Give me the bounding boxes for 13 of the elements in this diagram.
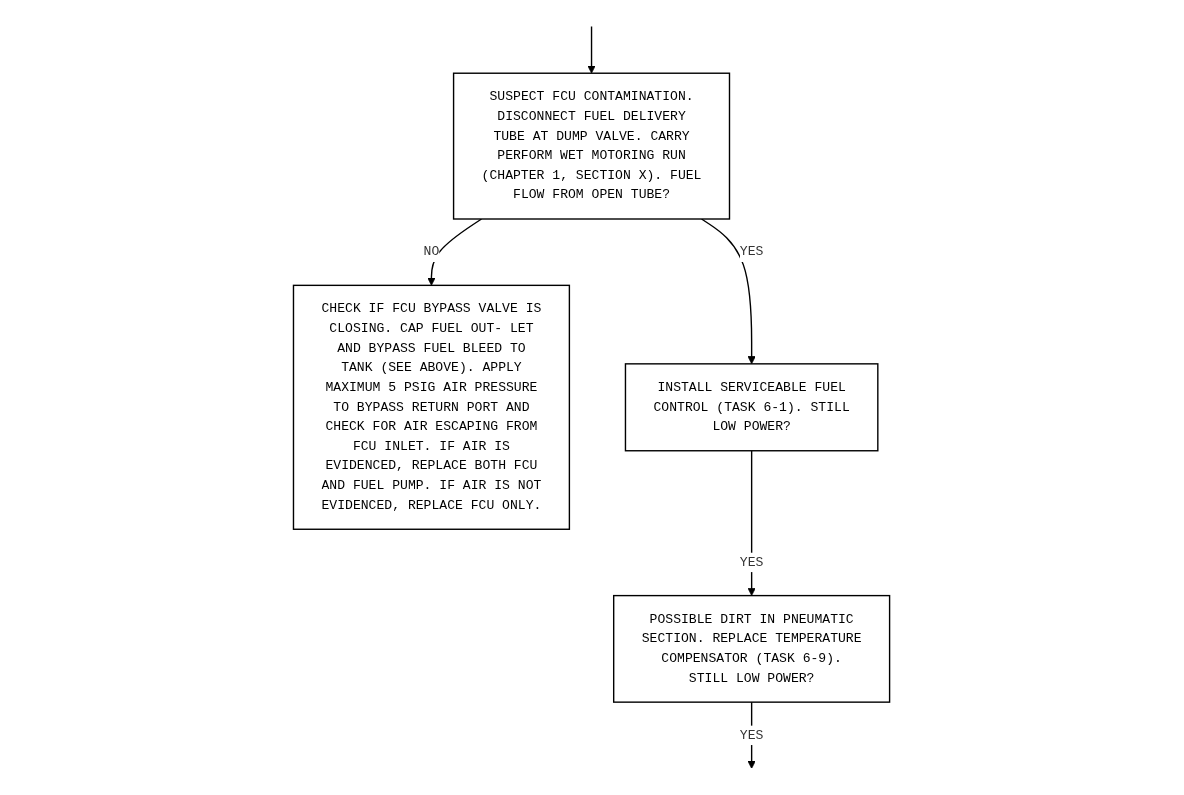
node-box: POSSIBLE DIRT IN PNEUMATIC SECTION. REPLACE TEMPERATURE COMPENSATOR (TASK 6-9). STILL LOW POWER? <box>613 594 891 703</box>
node-box: CHECK IF FCU BYPASS VALVE IS CLOSING. CAP FUEL OUT- LET AND BYPASS FUEL BLEED TO TANK (SEE ABOVE). APPLY MAXIMUM 5 PSIG AIR PRESSURE TO BYPASS RETURN PORT AND CHECK FOR AIR ESCAPING FROM FCU INLET. IF AIR IS EVIDENCED, REPLACE BOTH FCU AND FUEL PUMP. IF AIR IS NOT EVIDENCED, REPLACE FCU ONLY. <box>293 284 571 530</box>
node-box: INSTALL SERVICEABLE FUEL CONTROL (TASK 6-1). STILL LOW POWER? <box>625 363 879 452</box>
arrow <box>427 218 483 286</box>
edge-label: NO <box>424 244 440 260</box>
arrow <box>701 218 757 365</box>
arrow <box>587 25 597 74</box>
edge-label: YES <box>740 554 764 570</box>
arrow <box>748 450 757 596</box>
node-box: SUSPECT FCU CONTAMINATION. DISCONNECT FUEL DELIVERY TUBE AT DUMP VALVE. CARRY PERFORM WET MOTORING RUN (CHAPTER 1, SECTION X). FUEL FLOW FROM OPEN TUBE? <box>453 72 731 220</box>
edge-label: YES <box>740 727 764 743</box>
edge-label: YES <box>740 244 764 260</box>
arrow <box>748 701 757 769</box>
